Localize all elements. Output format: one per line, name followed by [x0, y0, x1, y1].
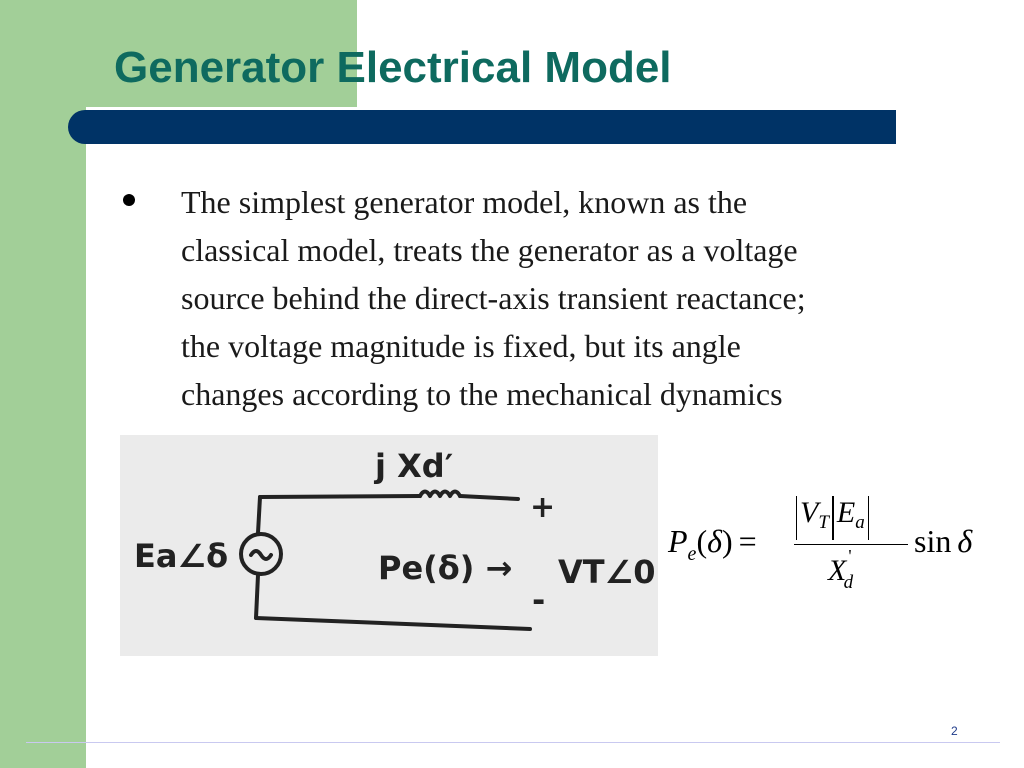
bullet-line: classical model, treats the generator as… [181, 232, 798, 268]
num-v-sub: T [818, 512, 829, 533]
bottom-wire [254, 616, 532, 631]
left-wire-lower [254, 573, 260, 620]
bullet-dot [123, 194, 135, 206]
equation-denominator: X' d [828, 546, 854, 594]
circuit-drawing: j Xd′ Ea∠δ Pe(δ) → VT∠0 + - [134, 447, 656, 631]
abs-terminal-voltage: VT [796, 496, 833, 540]
rhs-delta: δ [957, 523, 973, 559]
minus-sign: - [532, 581, 545, 619]
top-wire-right [458, 494, 520, 501]
reactance-coil [418, 489, 462, 498]
equals-sign: = [738, 523, 757, 559]
left-wire-upper [256, 495, 262, 535]
plus-sign: + [530, 490, 555, 525]
bullet-line: changes according to the mechanical dyna… [181, 376, 783, 412]
top-wire-left [258, 494, 422, 499]
green-header-panel [0, 0, 357, 107]
slide-title: Generator Electrical Model [114, 43, 672, 92]
reactance-label: j Xd′ [373, 447, 453, 485]
bullet-line: The simplest generator model, known as t… [181, 184, 748, 220]
lhs-open-paren: ( [696, 523, 708, 559]
terminal-voltage-label: VT∠0 [558, 553, 656, 591]
abs-internal-voltage: Ea [832, 496, 869, 540]
power-label: Pe(δ) → [378, 549, 512, 587]
lhs-subscript: e [687, 543, 697, 565]
bullet-line: the voltage magnitude is fixed, but its … [181, 328, 741, 364]
lhs-symbol: P [668, 523, 688, 559]
fraction-bar [794, 544, 908, 545]
num-v: V [800, 496, 819, 529]
sin-function: sin [914, 523, 952, 559]
page-number: 2 [951, 724, 958, 738]
green-side-stripe [0, 107, 86, 768]
ac-source-circle [239, 532, 283, 576]
den-sub: d [843, 572, 854, 593]
ac-tilde [249, 549, 273, 561]
num-e: E [836, 496, 856, 529]
footer-line [26, 742, 1000, 743]
bullet-line: source behind the direct-axis transient … [181, 280, 806, 316]
lhs-close-paren: ) [721, 523, 733, 559]
den-x: X [828, 554, 847, 587]
source-label: Ea∠δ [134, 537, 228, 575]
equation-lhs: Pe(δ)= [668, 523, 763, 566]
circuit-sketch: j Xd′ Ea∠δ Pe(δ) → VT∠0 + - [120, 435, 658, 656]
title-underline-bar [68, 110, 896, 144]
lhs-delta: δ [707, 523, 722, 559]
bullet-text: The simplest generator model, known as t… [181, 178, 981, 418]
den-prime: ' [848, 546, 852, 566]
num-e-sub: a [855, 512, 865, 533]
